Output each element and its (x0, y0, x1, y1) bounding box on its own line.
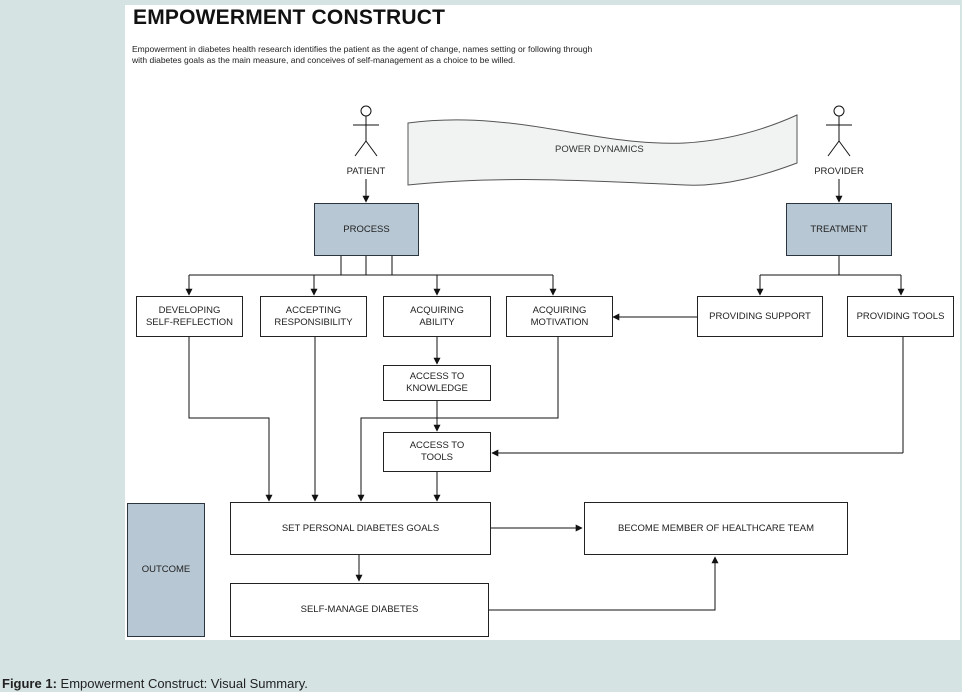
power-dynamics-label: POWER DYNAMICS (555, 144, 644, 155)
process-node: PROCESS (314, 203, 419, 256)
treatment-node: TREATMENT (786, 203, 892, 256)
access-to-knowledge-node: ACCESS TO KNOWLEDGE (383, 365, 491, 401)
providing-tools-node: PROVIDING TOOLS (847, 296, 954, 337)
diagram-description: Empowerment in diabetes health research … (132, 44, 593, 65)
provider-label: PROVIDER (814, 166, 864, 177)
diagram-title: EMPOWERMENT CONSTRUCT (133, 6, 446, 29)
caption-label: Figure 1: (2, 676, 57, 691)
acquiring-motivation-node: ACQUIRING MOTIVATION (506, 296, 613, 337)
patient-actor-icon (353, 105, 379, 157)
acquiring-ability-node: ACQUIRING ABILITY (383, 296, 491, 337)
power-dynamics-banner (407, 114, 798, 186)
provider-actor-icon (826, 105, 852, 157)
figure-caption: Figure 1: Empowerment Construct: Visual … (2, 676, 308, 691)
outcome-node: OUTCOME (127, 503, 205, 637)
patient-label: PATIENT (346, 166, 386, 177)
connector-layer (185, 105, 905, 611)
self-manage-node: SELF-MANAGE DIABETES (230, 583, 489, 637)
providing-support-node: PROVIDING SUPPORT (697, 296, 823, 337)
developing-self-reflection-node: DEVELOPING SELF-REFLECTION (136, 296, 243, 337)
access-to-tools-node: ACCESS TO TOOLS (383, 432, 491, 472)
diagram-figure: EMPOWERMENT CONSTRUCT Empowerment in dia… (125, 5, 960, 640)
caption-text: Empowerment Construct: Visual Summary. (56, 676, 308, 691)
healthcare-team-node: BECOME MEMBER OF HEALTHCARE TEAM (584, 502, 848, 555)
accepting-responsibility-node: ACCEPTING RESPONSIBILITY (260, 296, 367, 337)
set-personal-goals-node: SET PERSONAL DIABETES GOALS (230, 502, 491, 555)
